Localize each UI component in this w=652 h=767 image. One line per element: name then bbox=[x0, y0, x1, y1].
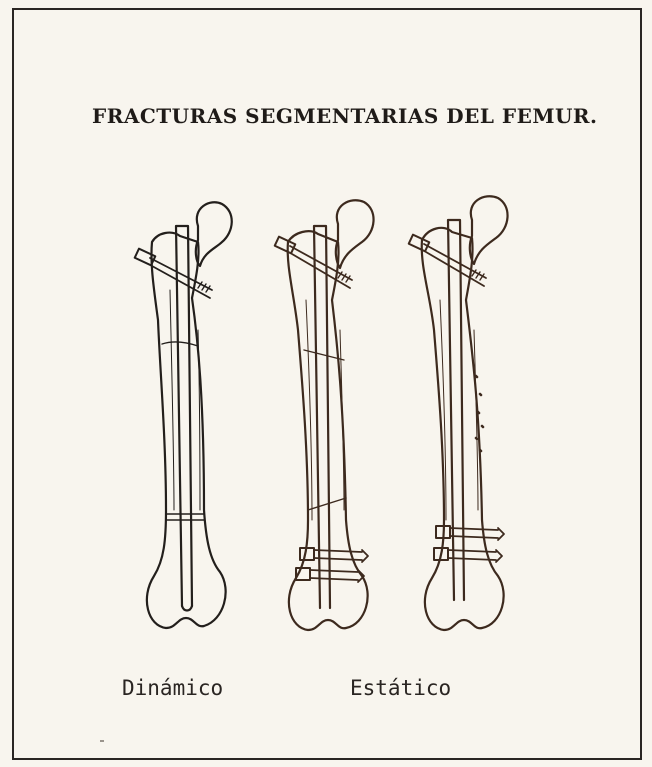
femur-static-2-head bbox=[470, 196, 508, 264]
femur-static-1-head bbox=[336, 200, 374, 268]
femur-dynamic-head bbox=[196, 202, 232, 266]
paper-speck bbox=[100, 740, 104, 742]
label-dynamic: Dinámico bbox=[122, 676, 223, 700]
femur-illustrations bbox=[100, 180, 560, 650]
femur-dynamic-fracture-lower bbox=[166, 514, 204, 520]
femur-dynamic-outline bbox=[147, 233, 226, 628]
femur-static-1 bbox=[275, 200, 374, 630]
femur-dynamic bbox=[135, 202, 232, 628]
femur-static-1-fracture-lower bbox=[308, 498, 346, 510]
page-title: FRACTURAS SEGMENTARIAS DEL FEMUR. bbox=[92, 104, 612, 128]
label-static: Estático bbox=[350, 676, 451, 700]
femur-static-2-screw-proximal bbox=[409, 235, 430, 252]
femur-static-2-nail bbox=[448, 220, 464, 600]
femur-static-1-screw-proximal bbox=[275, 237, 296, 254]
femur-static-2 bbox=[409, 196, 508, 630]
femur-dynamic-fracture-upper bbox=[162, 342, 198, 346]
